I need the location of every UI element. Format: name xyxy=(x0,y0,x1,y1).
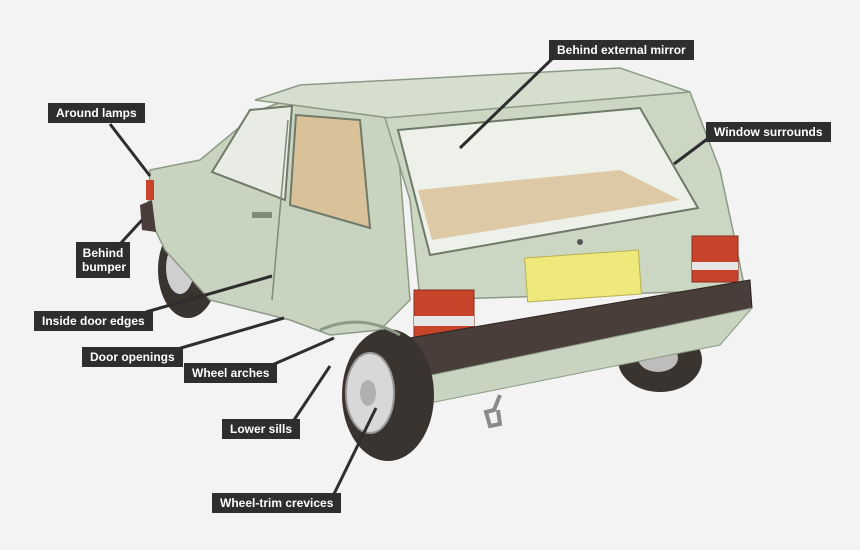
rear-wheel xyxy=(342,329,434,461)
front-lamp xyxy=(146,180,154,200)
leader-lower-sills xyxy=(294,366,330,420)
label-behind-external-mirror: Behind external mirror xyxy=(549,40,694,60)
label-window-surrounds: Window surrounds xyxy=(706,122,831,142)
label-behind-bumper-line2: bumper xyxy=(82,260,124,274)
label-wheel-trim-crevices: Wheel-trim crevices xyxy=(212,493,341,513)
label-lower-sills: Lower sills xyxy=(222,419,300,439)
label-door-openings: Door openings xyxy=(82,347,183,367)
leader-wheel-arches xyxy=(272,338,334,365)
label-behind-bumper-line1: Behind xyxy=(82,246,124,260)
number-plate xyxy=(525,250,642,302)
label-around-lamps: Around lamps xyxy=(48,103,145,123)
label-inside-door-edges: Inside door edges xyxy=(34,311,153,331)
leader-door-openings xyxy=(174,318,284,350)
leader-around-lamps xyxy=(110,124,150,176)
door-handle xyxy=(252,212,272,218)
leader-behind-bumper xyxy=(120,220,142,244)
label-behind-bumper: Behind bumper xyxy=(76,242,130,278)
hatch-lock xyxy=(577,239,583,245)
label-wheel-arches: Wheel arches xyxy=(184,363,277,383)
exhaust-pipe xyxy=(486,395,500,426)
right-tail-lamp xyxy=(692,236,738,282)
